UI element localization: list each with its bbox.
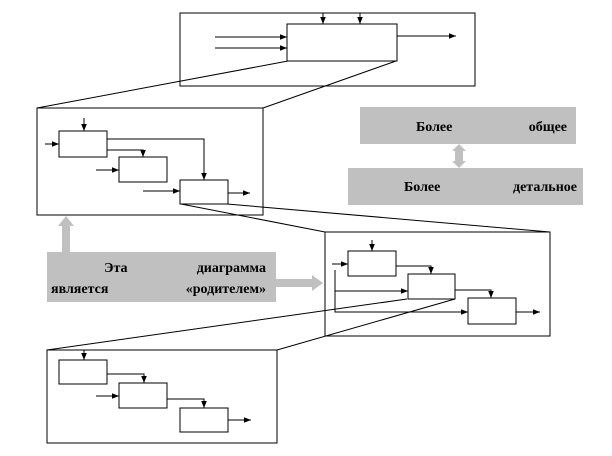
child-diagram	[324, 231, 551, 337]
parent-block-2	[118, 156, 168, 183]
legend-detailed-word2: детальное	[513, 180, 577, 195]
parent-note-up-arrow-head	[58, 216, 74, 226]
legend-double-arrow-shaft	[455, 150, 463, 162]
child-block-1	[347, 250, 397, 277]
legend-detailed-word1: Более	[404, 180, 440, 195]
projection-line	[262, 60, 397, 109]
projection-line	[36, 60, 289, 109]
child-block-3	[467, 297, 517, 325]
legend-general-word2: общее	[529, 120, 567, 135]
parent-link-1-3	[107, 138, 207, 180]
parent-note-line1-word1: Эта	[104, 261, 128, 276]
parent-note-right-arrow-shaft	[276, 279, 312, 287]
abstraction-legend: Более общее Более детальное	[348, 107, 583, 205]
parent-note-right-arrow-head	[312, 275, 323, 291]
parent-block-1	[58, 130, 108, 158]
parent-diagram	[36, 107, 264, 216]
parent-note-line1-word2: диаграмма	[197, 261, 266, 276]
detail-link-1-2	[107, 373, 147, 383]
detail-link-2-3	[167, 398, 207, 408]
legend-double-arrow-up-head	[452, 144, 466, 151]
parent-note-line2-word2: «родителем»	[186, 282, 266, 297]
detail-block-2	[118, 382, 168, 409]
detail-block-3	[179, 407, 229, 433]
projection-line	[276, 298, 456, 351]
child-bypass-arrow-2	[334, 291, 468, 315]
parent-note-up-arrow-shaft	[62, 226, 70, 252]
legend-general-word1: Более	[416, 120, 452, 135]
projection-line	[180, 203, 326, 233]
child-feed-2-3	[455, 289, 494, 298]
legend-detailed-box	[348, 168, 583, 205]
child-block-2	[407, 273, 456, 300]
child-link-1-2	[396, 265, 434, 274]
projection-line	[46, 298, 408, 351]
parent-link-1-2	[107, 149, 146, 157]
parent-note-box	[47, 252, 276, 302]
parent-block-3	[179, 179, 229, 205]
parent-note: Эта диаграмма является «родителем»	[47, 216, 323, 302]
legend-double-arrow-down-head	[452, 161, 466, 168]
detail-diagram	[46, 349, 278, 444]
projection-line	[226, 203, 551, 233]
parent-note-line2-word1: является	[51, 282, 109, 297]
top-level-diagram	[179, 12, 476, 87]
top-level-block	[286, 23, 398, 62]
detail-block-1	[58, 359, 108, 385]
legend-general-box	[360, 107, 576, 144]
